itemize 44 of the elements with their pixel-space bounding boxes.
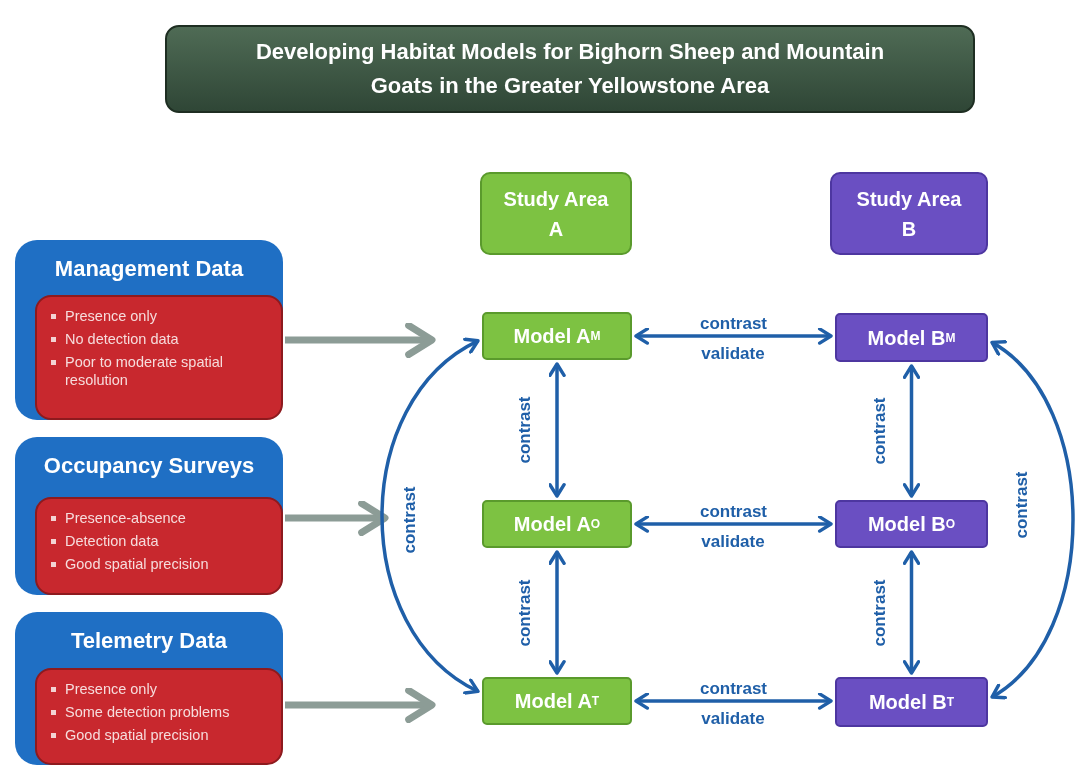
list-item: Poor to moderate spatial resolution xyxy=(65,353,224,389)
box-heading: Occupancy Surveys xyxy=(42,452,256,480)
arrow xyxy=(634,327,833,345)
list-item: Good spatial precision xyxy=(65,555,210,573)
box-heading: Management Data xyxy=(53,255,245,283)
arrow xyxy=(634,692,833,710)
arrow xyxy=(285,499,389,537)
study-area-box xyxy=(830,172,988,255)
list-item: No detection data xyxy=(65,330,180,348)
arrow xyxy=(634,515,833,533)
edge-note: validate xyxy=(701,344,765,364)
study-area-box xyxy=(480,172,632,255)
arrow xyxy=(548,362,566,498)
box-heading: Telemetry Data xyxy=(69,627,229,655)
list-item: Presence only xyxy=(65,307,158,325)
data-source-box xyxy=(15,240,283,420)
attribute-list-box xyxy=(35,668,283,765)
attribute-list-box xyxy=(35,295,283,420)
arrow xyxy=(285,321,436,359)
list-item: Presence only xyxy=(65,680,158,698)
model-box xyxy=(482,312,632,360)
data-source-box xyxy=(15,612,283,765)
model-box xyxy=(835,313,988,362)
data-source-box xyxy=(15,437,283,595)
model-box xyxy=(482,500,632,548)
model-box xyxy=(835,677,988,727)
arrow xyxy=(380,339,480,694)
edge-note: validate xyxy=(701,532,765,552)
list-item: Some detection problems xyxy=(65,703,231,721)
list-item: Presence-absence xyxy=(65,509,187,527)
box-label: Study Area A xyxy=(502,186,610,242)
arrow xyxy=(902,364,921,498)
list-item: Good spatial precision xyxy=(65,726,210,744)
edge-note: validate xyxy=(701,709,765,729)
arrow xyxy=(285,686,436,724)
box-label: Study Area B xyxy=(855,186,963,242)
list-item: Detection data xyxy=(65,532,160,550)
attribute-list-box xyxy=(35,497,283,595)
arrow xyxy=(902,550,921,675)
arrow xyxy=(548,550,566,675)
arrow xyxy=(990,340,1075,699)
model-box xyxy=(482,677,632,725)
model-box xyxy=(835,500,988,548)
title-banner: Developing Habitat Models for Bighorn Sheep and Mountain Goats in the Greater Yellowstone Area xyxy=(165,25,975,113)
